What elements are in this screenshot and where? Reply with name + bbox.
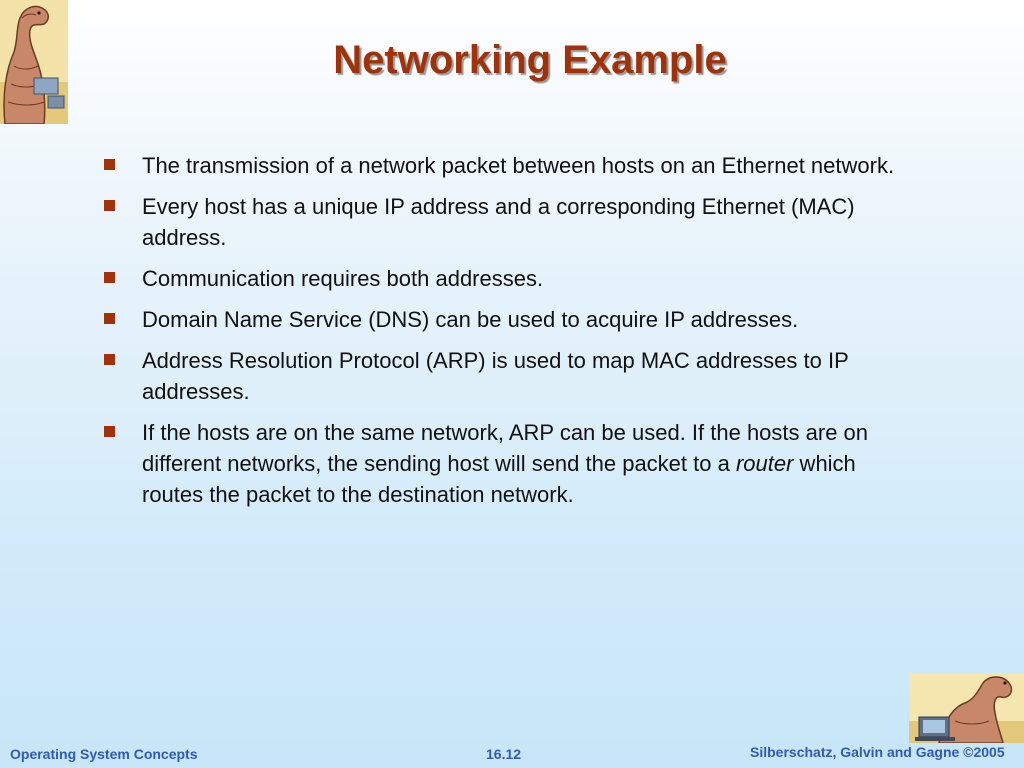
list-item: Domain Name Service (DNS) can be used to… xyxy=(104,304,904,335)
bullet-text: If the hosts are on the same network, AR… xyxy=(142,420,868,507)
bullet-text-after: which routes the packet to the destinati… xyxy=(142,451,856,507)
square-bullet-icon xyxy=(104,159,115,170)
bullet-text: Communication requires both addresses. xyxy=(142,266,544,291)
dinosaur-computer-icon xyxy=(909,673,1024,743)
footer-slide-number: 16.12 xyxy=(486,746,522,762)
bullet-list: The transmission of a network packet bet… xyxy=(104,150,904,520)
bullet-text: Every host has a unique IP address and a… xyxy=(142,194,855,250)
list-item: Communication requires both addresses. xyxy=(104,263,904,294)
bullet-text-before: If the hosts are on the same network, AR… xyxy=(142,420,869,476)
dinosaur-logo-icon xyxy=(0,0,68,124)
square-bullet-icon xyxy=(104,200,115,211)
footer-copyright: Silberschatz, Galvin and Gagne ©2005 xyxy=(750,744,1005,760)
square-bullet-icon xyxy=(104,272,115,283)
square-bullet-icon xyxy=(104,426,115,437)
list-item: The transmission of a network packet bet… xyxy=(104,150,904,181)
square-bullet-icon xyxy=(104,313,115,324)
square-bullet-icon xyxy=(104,354,115,365)
list-item: Every host has a unique IP address and a… xyxy=(104,191,904,253)
router-emphasis: router xyxy=(735,451,794,476)
list-item: Address Resolution Protocol (ARP) is use… xyxy=(104,345,904,407)
footer-course-title: Operating System Concepts xyxy=(10,746,198,762)
bullet-text: Domain Name Service (DNS) can be used to… xyxy=(142,307,799,332)
bullet-text: Address Resolution Protocol (ARP) is use… xyxy=(142,348,849,404)
list-item: If the hosts are on the same network, AR… xyxy=(104,417,904,510)
bullet-text: The transmission of a network packet bet… xyxy=(142,153,895,178)
slide-title: Networking Example xyxy=(333,38,727,82)
